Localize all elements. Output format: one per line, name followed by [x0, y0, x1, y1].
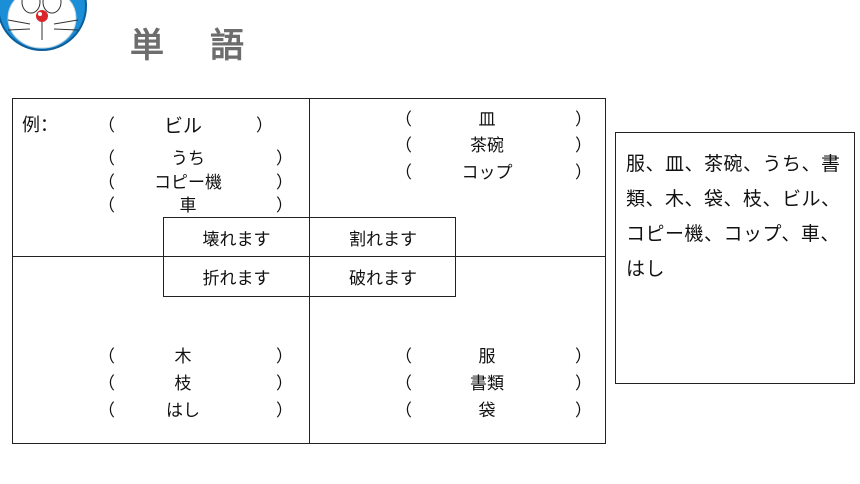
word-blank: 袋	[478, 401, 496, 421]
word-bank: 服、皿、茶碗、うち、書類、木、袋、枝、ビル、コピー機、コップ、車、はし	[615, 132, 855, 384]
word-blank: コピー機	[154, 173, 222, 193]
word-blank: 枝	[174, 374, 192, 394]
list-item: （ 皿 ）	[395, 105, 595, 130]
list-item: （ 車 ）	[98, 191, 298, 216]
page-title: 単 語	[130, 26, 250, 66]
paren-open: （	[395, 401, 412, 421]
paren-open: （	[395, 110, 412, 130]
paren-close: ）	[575, 401, 592, 421]
paren-open: （	[395, 136, 412, 156]
word-blank: 皿	[478, 110, 496, 130]
verb-cell-top-left: 壊れます	[164, 218, 310, 257]
paren-close: ）	[575, 374, 592, 394]
list-item: （ 袋 ）	[395, 396, 595, 421]
paren-open: （	[395, 163, 412, 183]
paren-open: （	[98, 116, 115, 136]
list-item: （ 茶碗 ）	[395, 131, 595, 156]
word-blank: 服	[478, 347, 496, 367]
word-blank: 茶碗	[470, 136, 504, 156]
word-blank: うち	[171, 149, 205, 169]
paren-open: （	[395, 347, 412, 367]
paren-close: ）	[276, 149, 293, 169]
word-example: ビル	[163, 115, 202, 137]
paren-close: ）	[276, 374, 293, 394]
paren-close: ）	[575, 136, 592, 156]
paren-open: （	[98, 374, 115, 394]
paren-close: ）	[276, 173, 293, 193]
paren-open: （	[98, 149, 115, 169]
list-item: （ 木 ）	[98, 342, 298, 367]
mascot-logo-icon	[0, 0, 94, 52]
list-item: （ はし ）	[98, 396, 298, 421]
paren-close: ）	[575, 163, 592, 183]
list-item: （ コピー機 ）	[98, 168, 298, 193]
paren-close: ）	[276, 347, 293, 367]
word-blank: 書類	[470, 374, 504, 394]
verb-table: 壊れます 割れます 折れます 破れます	[163, 217, 456, 297]
list-item: （ 書類 ）	[395, 369, 595, 394]
paren-open: （	[98, 196, 115, 216]
list-item: （ うち ）	[98, 144, 298, 169]
list-item: （ 服 ）	[395, 342, 595, 367]
example-label: 例：	[22, 115, 58, 136]
paren-close: ）	[575, 110, 592, 130]
paren-close: ）	[276, 401, 293, 421]
verb-cell-top-right: 割れます	[310, 218, 456, 257]
paren-close: ）	[575, 347, 592, 367]
word-blank: コップ	[461, 163, 513, 183]
list-item: （ コップ ）	[395, 158, 595, 183]
verb-cell-bottom-right: 破れます	[349, 269, 417, 289]
paren-close: ）	[256, 116, 273, 136]
paren-open: （	[98, 347, 115, 367]
verb-cell-bottom-left: 折れます	[164, 257, 310, 296]
paren-open: （	[98, 173, 115, 193]
list-item: （ ビル ）	[98, 111, 278, 137]
paren-open: （	[98, 401, 115, 421]
list-item: （ 枝 ）	[98, 369, 298, 394]
word-blank: 木	[174, 347, 192, 367]
word-blank: はし	[166, 401, 200, 421]
word-blank: 車	[179, 196, 197, 216]
paren-open: （	[395, 374, 412, 394]
paren-close: ）	[276, 196, 293, 216]
